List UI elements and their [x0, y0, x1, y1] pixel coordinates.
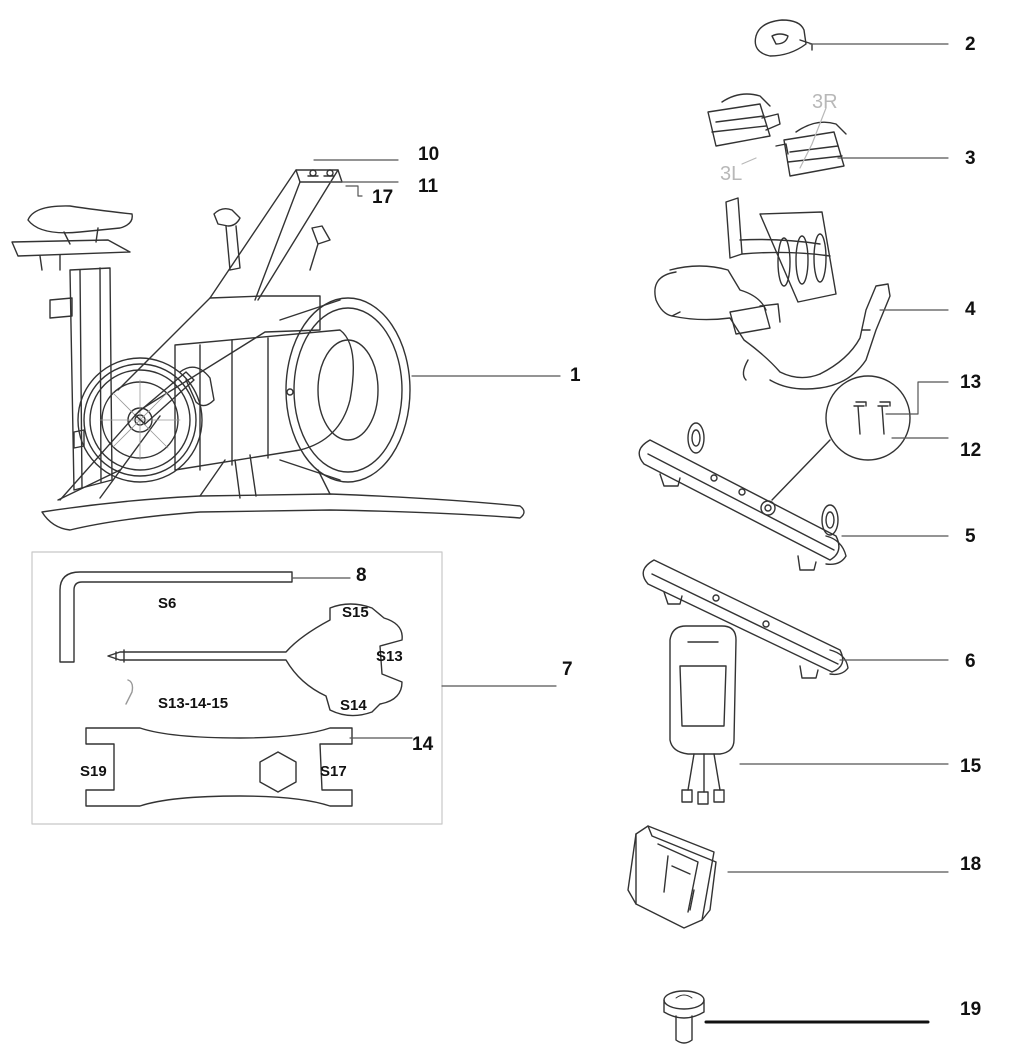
- hex-key: [59, 571, 293, 663]
- bike-drawing: [11, 169, 525, 531]
- multi-tool-range-label: S13-14-15: [158, 695, 228, 712]
- callout-14: 14: [412, 734, 434, 755]
- callout-12: 12: [960, 440, 982, 461]
- callout-4: 4: [965, 299, 976, 320]
- part-2-drawing: [754, 19, 813, 57]
- callout-7: 7: [562, 659, 573, 680]
- front-stabilizer-drawing: [638, 422, 847, 571]
- handlebar-drawing: [654, 197, 891, 390]
- rear-stabilizer-drawing: [642, 559, 849, 679]
- hex-key-label: S6: [158, 595, 176, 612]
- pedal-left-label: 3L: [720, 163, 742, 185]
- callout-13: 13: [960, 372, 982, 393]
- callout-6: 6: [965, 651, 976, 672]
- wrench-s17-label: S17: [320, 763, 347, 780]
- wrench-s19-label: S19: [80, 763, 107, 780]
- pedal-right-label: 3R: [812, 91, 838, 113]
- bracket-drawing: [627, 825, 717, 929]
- callout-18: 18: [960, 854, 982, 875]
- callout-19: 19: [960, 999, 982, 1020]
- multi-tool-s15-label: S15: [342, 604, 369, 621]
- callout-17: 17: [372, 187, 394, 208]
- callout-15: 15: [960, 756, 982, 777]
- callout-10: 10: [418, 144, 440, 165]
- callout-5: 5: [965, 526, 976, 547]
- multi-tool: [107, 603, 403, 717]
- callout-3: 3: [965, 148, 976, 169]
- callout-8: 8: [356, 565, 367, 586]
- callout-1: 1: [570, 365, 581, 386]
- leader-lines: [291, 43, 949, 1024]
- multi-tool-s14-label: S14: [340, 697, 367, 714]
- multi-tool-s13-label: S13: [376, 648, 403, 665]
- console-drawing: [669, 625, 737, 805]
- callout-2: 2: [965, 34, 976, 55]
- bolt-drawing: [663, 990, 705, 1044]
- callout-11: 11: [418, 176, 439, 197]
- double-wrench: [85, 727, 353, 807]
- tool-kit-box: S6 S15 S13 S14 S13-14-15 S19 S17: [31, 551, 443, 825]
- bolt-magnifier: [825, 375, 911, 461]
- pedals-drawing: [707, 93, 847, 177]
